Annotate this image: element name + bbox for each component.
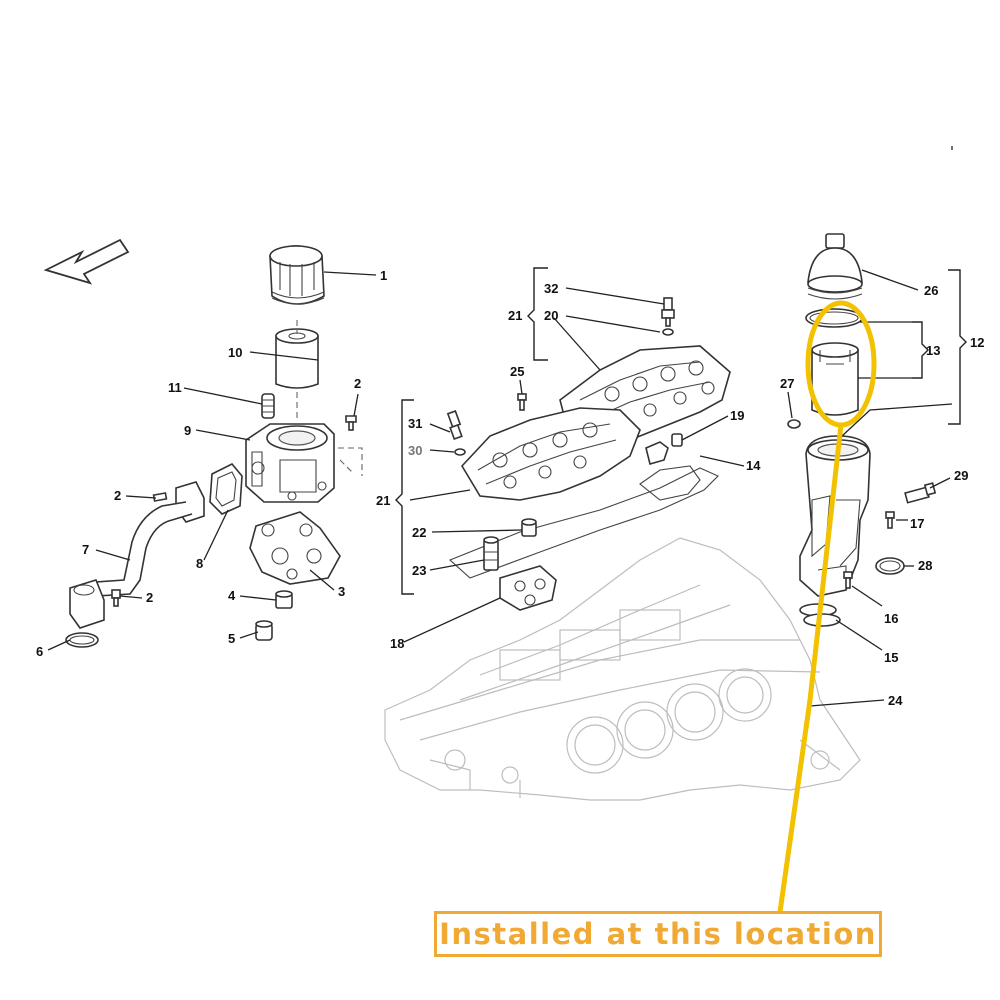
- filter-cap-26: [807, 233, 863, 300]
- oil-filter-cap-1: [269, 245, 325, 305]
- label-16: 16: [884, 611, 898, 626]
- installation-highlight: [777, 300, 877, 913]
- brace-12: [948, 269, 967, 425]
- label-14: 14: [746, 458, 761, 473]
- plug-4: [275, 590, 293, 609]
- callout-text: Installed at this location: [439, 917, 877, 951]
- label-31: 31: [408, 416, 422, 431]
- filter-insert-13: [811, 342, 859, 416]
- cover-gasket-14: [448, 465, 719, 579]
- label-15: 15: [884, 650, 898, 665]
- label-20: 20: [544, 308, 558, 323]
- sensor-31: [446, 410, 463, 441]
- label-18: 18: [390, 636, 404, 651]
- label-25: 25: [510, 364, 524, 379]
- label-9: 9: [184, 423, 191, 438]
- sensor-29: [904, 482, 937, 504]
- brace-21-top: [527, 267, 548, 361]
- oil-filter-element-10: [275, 328, 319, 389]
- bolt-16: [843, 571, 853, 589]
- o-ring-27: [787, 419, 801, 429]
- leader-lines: [47, 146, 953, 707]
- valve-22: [521, 518, 537, 537]
- label-27: 27: [780, 376, 794, 391]
- label-3: 3: [338, 584, 345, 599]
- valve-23: [483, 536, 499, 571]
- label-5: 5: [228, 631, 235, 646]
- label-26: 26: [924, 283, 938, 298]
- label-8: 8: [196, 556, 203, 571]
- cylinder-head-cover-21-bottom: [461, 407, 641, 501]
- gasket-8: [209, 463, 243, 515]
- bolt-17: [885, 511, 895, 529]
- label-17: 17: [910, 516, 924, 531]
- label-13: 13: [926, 343, 940, 358]
- label-6: 6: [36, 644, 43, 659]
- oil-filter-housing-9: [245, 423, 335, 503]
- label-2-bottom: 2: [146, 590, 153, 605]
- o-ring-6: [65, 632, 99, 648]
- label-12: 12: [970, 335, 984, 350]
- gasket-18: [499, 565, 557, 611]
- label-30: 30: [408, 443, 422, 458]
- o-ring-20: [662, 328, 674, 336]
- bolt-2-bottom: [111, 589, 121, 607]
- label-10: 10: [228, 345, 242, 360]
- label-24: 24: [888, 693, 903, 708]
- label-22: 22: [412, 525, 426, 540]
- label-29: 29: [954, 468, 968, 483]
- bolt-25: [517, 393, 527, 411]
- brace-13: [912, 321, 929, 379]
- part-labels: 1 10 11 2 9 2 7 2 6 8 3 4 5 32 21 20 25 …: [36, 268, 984, 708]
- label-2-left: 2: [114, 488, 121, 503]
- label-11: 11: [168, 380, 182, 395]
- bolt-11: [261, 393, 275, 419]
- bolt-2-left: [152, 492, 168, 502]
- label-23: 23: [412, 563, 426, 578]
- seal-14: [645, 441, 669, 465]
- engine-block-24: [384, 537, 861, 801]
- bolt-2-top: [345, 415, 357, 431]
- label-21-top: 21: [508, 308, 522, 323]
- plug-5: [255, 620, 273, 641]
- label-7: 7: [82, 542, 89, 557]
- o-ring-28: [875, 557, 905, 575]
- o-ring-30: [454, 448, 466, 456]
- plug-19: [671, 433, 683, 447]
- label-1: 1: [380, 268, 387, 283]
- gasket-3: [249, 511, 341, 585]
- brace-21-bottom: [395, 399, 414, 595]
- installed-location-callout: Installed at this location: [434, 911, 882, 957]
- label-32: 32: [544, 281, 558, 296]
- label-21-bottom: 21: [376, 493, 390, 508]
- label-2-top: 2: [354, 376, 361, 391]
- label-28: 28: [918, 558, 932, 573]
- label-4: 4: [228, 588, 236, 603]
- sensor-32: [661, 297, 675, 327]
- front-direction-arrow-icon: [43, 238, 130, 285]
- oil-pipe-7: [69, 481, 205, 629]
- label-19: 19: [730, 408, 744, 423]
